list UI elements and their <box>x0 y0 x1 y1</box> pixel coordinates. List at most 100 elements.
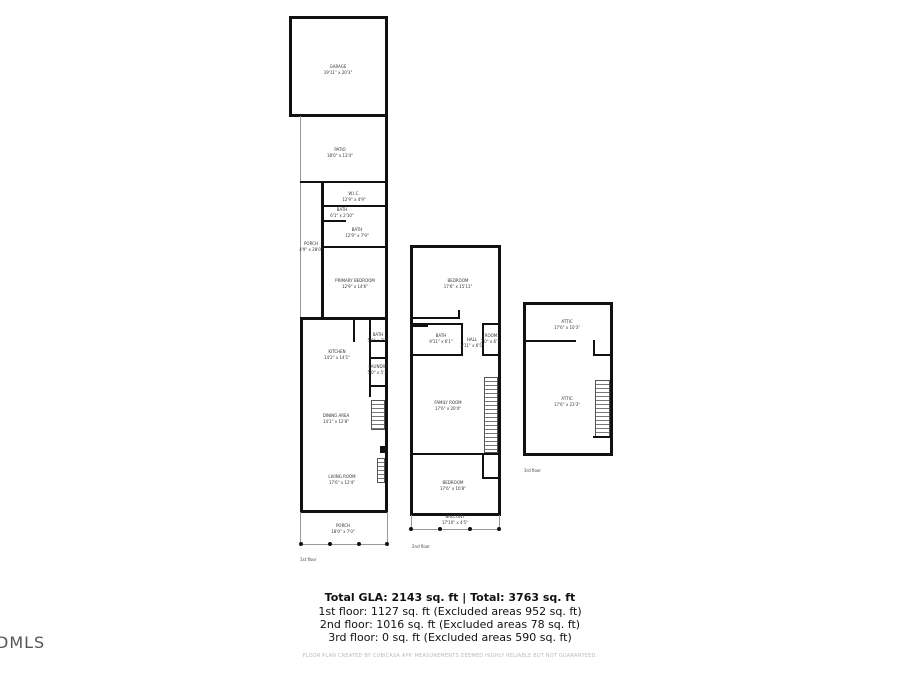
stairs <box>595 380 610 437</box>
wall <box>482 354 501 356</box>
wall <box>593 436 613 438</box>
wall <box>300 317 303 513</box>
porch-rail <box>300 512 301 545</box>
wall <box>523 340 576 342</box>
disclaimer: FLOOR PLAN CREATED BY CUBICASA APP. MEAS… <box>302 653 598 659</box>
wall <box>482 323 501 325</box>
room-name: ROOM <box>484 333 498 338</box>
stairs <box>371 400 385 430</box>
balcony-rail <box>499 515 500 530</box>
wall <box>482 477 501 479</box>
stairs <box>484 377 498 453</box>
room-dims: 5'0" x 7'7" <box>367 338 389 343</box>
wall <box>353 317 355 342</box>
room-name: KITCHEN <box>328 349 346 354</box>
room-name: FAMILY ROOM <box>434 400 462 405</box>
porch-rail <box>300 544 388 545</box>
wall <box>321 181 324 319</box>
wall <box>482 323 484 356</box>
porch-rail <box>387 512 388 545</box>
balcony-rail <box>411 529 500 530</box>
balcony-post <box>468 527 472 531</box>
room-name: BATH <box>351 227 363 232</box>
porch-post <box>357 542 361 546</box>
second-floor-walls <box>410 245 501 516</box>
floor-label: 2nd floor <box>412 544 430 549</box>
room-dims: 19'11" x 20'3" <box>323 70 353 75</box>
balcony-post <box>409 527 413 531</box>
room-name: BATH <box>372 332 384 337</box>
summary-line: 1st floor: 1127 sq. ft (Excluded areas 9… <box>318 605 582 618</box>
room-dims: 17'10" x 4'5" <box>441 520 469 525</box>
room-dims: 5'0" x 5'1" <box>367 370 389 375</box>
wall <box>410 453 501 455</box>
balcony-rail <box>411 515 412 530</box>
right-wall <box>385 116 388 513</box>
wall <box>461 323 463 356</box>
room-name: GARAGE <box>329 64 347 69</box>
room-dims: 17'6" x 20'4" <box>434 406 462 411</box>
room-label: W.I.C.12'9" x 4'9" <box>342 191 366 203</box>
room-name: LIVING ROOM <box>328 474 356 479</box>
room-name: ATTIC <box>561 319 573 324</box>
room-name: PATIO <box>334 147 346 152</box>
room-dims: 17'6" x 10'8" <box>439 486 467 491</box>
room-dims: 14'1" x 12'8" <box>322 419 350 424</box>
wall <box>369 357 388 359</box>
room-name: PRIMARY BEDROOM <box>335 278 375 283</box>
wall <box>410 323 462 325</box>
summary-line: 2nd floor: 1016 sq. ft (Excluded areas 7… <box>319 618 581 631</box>
room-dims: 17'6" x 10'3" <box>553 325 581 330</box>
room-dims: 18'0" x 7'0" <box>331 529 355 534</box>
room-name: LAUNDRY <box>368 364 388 369</box>
wall <box>300 317 388 320</box>
third-floor-walls <box>523 302 613 456</box>
room-dims: 17'6" x 12'4" <box>328 480 356 485</box>
total-area: Total GLA: 2143 sq. ft | Total: 3763 sq.… <box>324 591 576 604</box>
mls-logo: DMLS <box>0 633 46 652</box>
balcony-post <box>497 527 501 531</box>
wall <box>593 340 595 355</box>
room-dims: 4'9" x 28'0" <box>299 247 323 252</box>
floor-label: 1st floor <box>300 557 317 562</box>
wall <box>300 181 388 183</box>
room-name: PORCH <box>336 523 350 528</box>
room-dims: 14'2" x 14'1" <box>323 355 351 360</box>
wall <box>369 340 388 342</box>
room-dims: 6'1" x 2'10" <box>330 213 354 218</box>
porch-post <box>328 542 332 546</box>
summary-total: Total GLA: 2143 sq. ft | Total: 3763 sq.… <box>0 591 900 604</box>
summary-line: 3rd floor: 0 sq. ft (Excluded areas 590 … <box>328 631 572 644</box>
garage-walls <box>289 16 388 117</box>
room-name: DINING AREA <box>322 413 350 418</box>
balcony-post <box>438 527 442 531</box>
room-name: HALL <box>466 337 478 342</box>
wall <box>300 510 388 513</box>
wall <box>413 323 428 327</box>
room-dims: 17'6" x 23'3" <box>553 402 581 407</box>
wall <box>458 310 460 319</box>
floor-label: 3rd floor <box>524 468 541 473</box>
wall <box>410 317 460 319</box>
porch-post <box>299 542 303 546</box>
room-name: BALCONY <box>445 514 465 519</box>
porch-post <box>385 542 389 546</box>
room-dims: 18'0" x 13'4" <box>326 153 354 158</box>
